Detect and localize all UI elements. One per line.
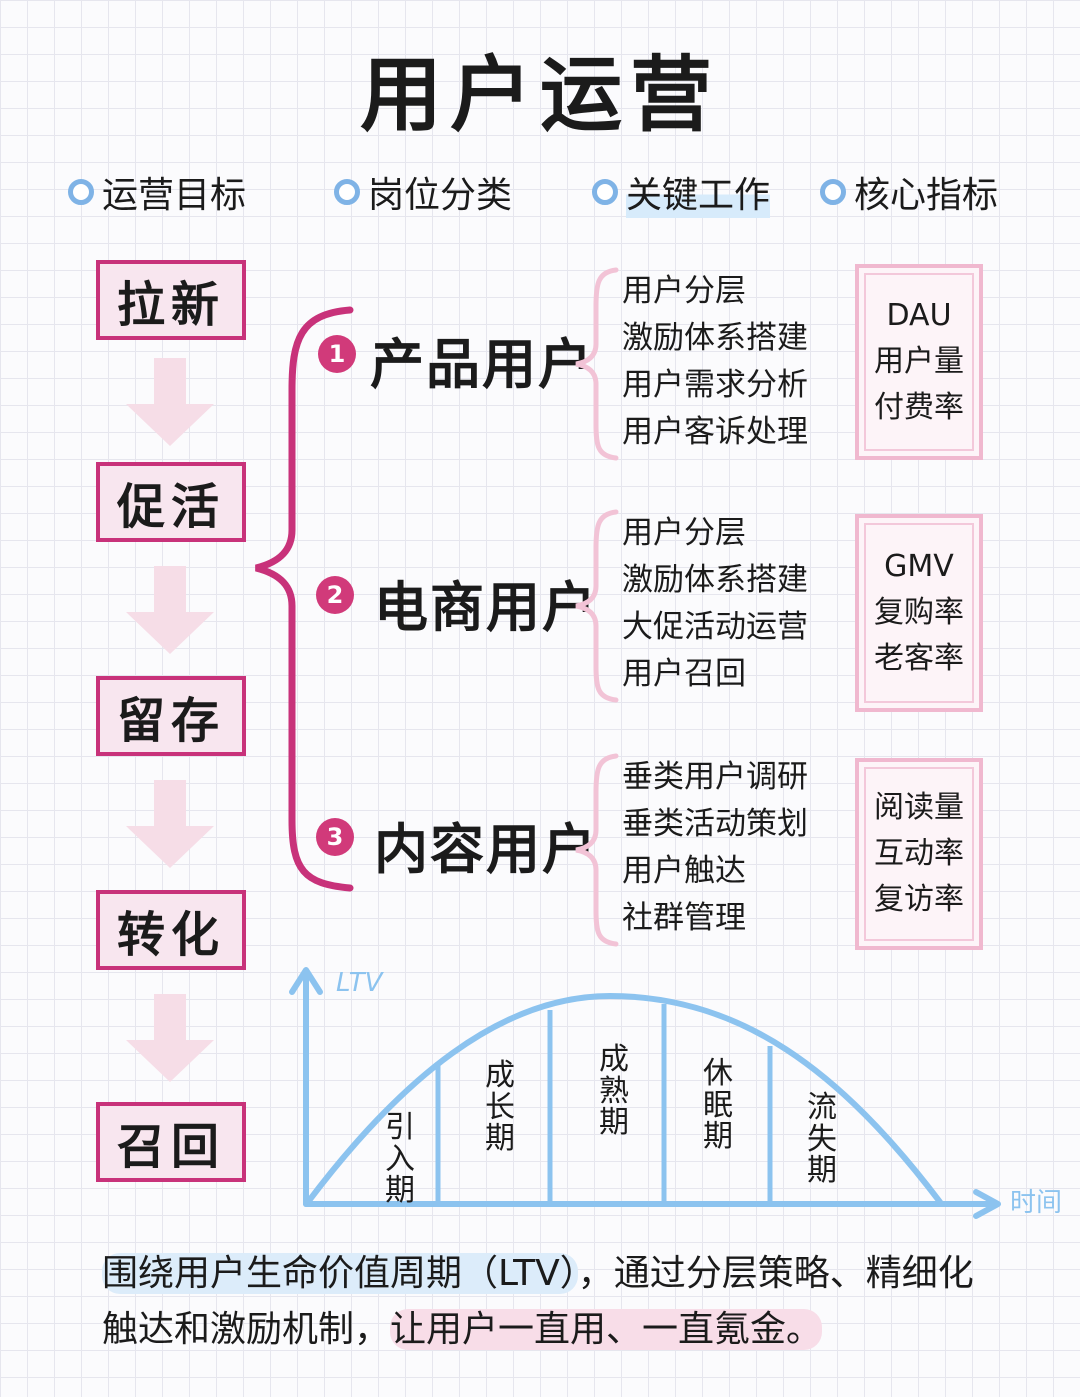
metric-box: 阅读量 互动率 复访率 <box>855 758 983 950</box>
caption-highlight-goal: 让用户一直用、一直氪金。 <box>390 1309 823 1350</box>
category-number-badge: 2 <box>316 576 354 614</box>
category-name: 产品用户 <box>370 332 594 396</box>
work-item: 大促活动运营 <box>622 609 808 645</box>
caption-text: 围绕用户生命价值周期（LTV），通过分层策略、精细化触达和激励机制，让用户一直用… <box>102 1246 1002 1358</box>
column-header-role: 岗位分类 <box>334 166 512 218</box>
work-item: 用户需求分析 <box>622 367 808 403</box>
x-axis-label: 时间 <box>1010 1188 1063 1218</box>
bullet-icon <box>68 179 94 205</box>
work-list: 垂类用户调研 垂类活动策划 用户触达 社群管理 <box>622 754 808 942</box>
metric-item: 复购率 <box>874 595 964 630</box>
work-item: 用户客诉处理 <box>622 414 808 450</box>
column-header-metric: 核心指标 <box>820 166 998 218</box>
work-item: 激励体系搭建 <box>622 320 808 356</box>
down-arrow-icon <box>126 780 214 868</box>
metric-box: GMV 复购率 老客率 <box>855 514 983 712</box>
metric-item: 阅读量 <box>874 790 964 825</box>
work-item: 用户分层 <box>622 515 746 551</box>
category-number-badge: 3 <box>316 818 354 856</box>
work-item: 垂类活动策划 <box>622 806 808 842</box>
phase-label-intro: 引入期 <box>385 1110 415 1208</box>
bullet-icon <box>820 179 846 205</box>
metric-item: 复访率 <box>874 882 964 917</box>
y-axis-arrow-icon <box>289 967 323 995</box>
work-item: 用户召回 <box>622 656 746 692</box>
work-item: 激励体系搭建 <box>622 562 808 598</box>
metric-item: 付费率 <box>874 390 964 425</box>
bullet-icon <box>592 179 618 205</box>
work-list: 用户分层 激励体系搭建 大促活动运营 用户召回 <box>622 510 808 698</box>
work-item: 社群管理 <box>622 900 746 936</box>
stage-box-recall: 召回 <box>96 1102 246 1182</box>
stage-box-conversion: 转化 <box>96 890 246 970</box>
y-axis-label: LTV <box>336 968 383 998</box>
down-arrow-icon <box>126 994 214 1082</box>
small-brace-icon <box>575 509 619 703</box>
down-arrow-icon <box>126 566 214 654</box>
work-list: 用户分层 激励体系搭建 用户需求分析 用户客诉处理 <box>622 268 808 456</box>
metric-box: DAU 用户量 付费率 <box>855 264 983 460</box>
x-axis-arrow-icon <box>973 1189 1001 1219</box>
work-item: 用户分层 <box>622 273 746 309</box>
metric-item: 互动率 <box>874 836 964 871</box>
down-arrow-icon <box>126 358 214 446</box>
phase-label-dormant: 休眠期 <box>703 1056 733 1154</box>
phase-label-mature: 成熟期 <box>599 1042 629 1140</box>
category-number-badge: 1 <box>318 335 356 373</box>
caption-highlight-ltv: 围绕用户生命价值周期（LTV） <box>102 1253 578 1294</box>
ltv-curve-diagram <box>289 967 1001 1219</box>
stage-box-retention: 留存 <box>96 676 246 756</box>
metric-item: 老客率 <box>874 641 964 676</box>
stage-box-activation: 促活 <box>96 462 246 542</box>
ltv-curve <box>305 992 943 1205</box>
metric-item: DAU <box>886 298 952 333</box>
metric-item: GMV <box>884 549 954 584</box>
metric-item: 用户量 <box>874 344 964 379</box>
column-header-work: 关键工作 <box>592 166 771 218</box>
caption-middle: ，通过分层策略、精细化触达和激励机制， <box>102 1253 974 1350</box>
work-item: 垂类用户调研 <box>622 759 808 795</box>
phase-label-growth: 成长期 <box>485 1058 515 1156</box>
stage-box-acquisition: 拉新 <box>96 260 246 340</box>
small-brace-icon <box>575 753 619 947</box>
work-item: 用户触达 <box>622 853 746 889</box>
category-name: 内容用户 <box>374 817 598 881</box>
bullet-icon <box>334 179 360 205</box>
small-brace-icon <box>575 267 619 461</box>
phase-label-churn: 流失期 <box>807 1090 837 1188</box>
main-brace-icon <box>255 306 354 892</box>
page-title: 用户运营 <box>359 47 720 143</box>
column-header-goal: 运营目标 <box>68 166 246 218</box>
category-name: 电商用户 <box>374 575 598 639</box>
